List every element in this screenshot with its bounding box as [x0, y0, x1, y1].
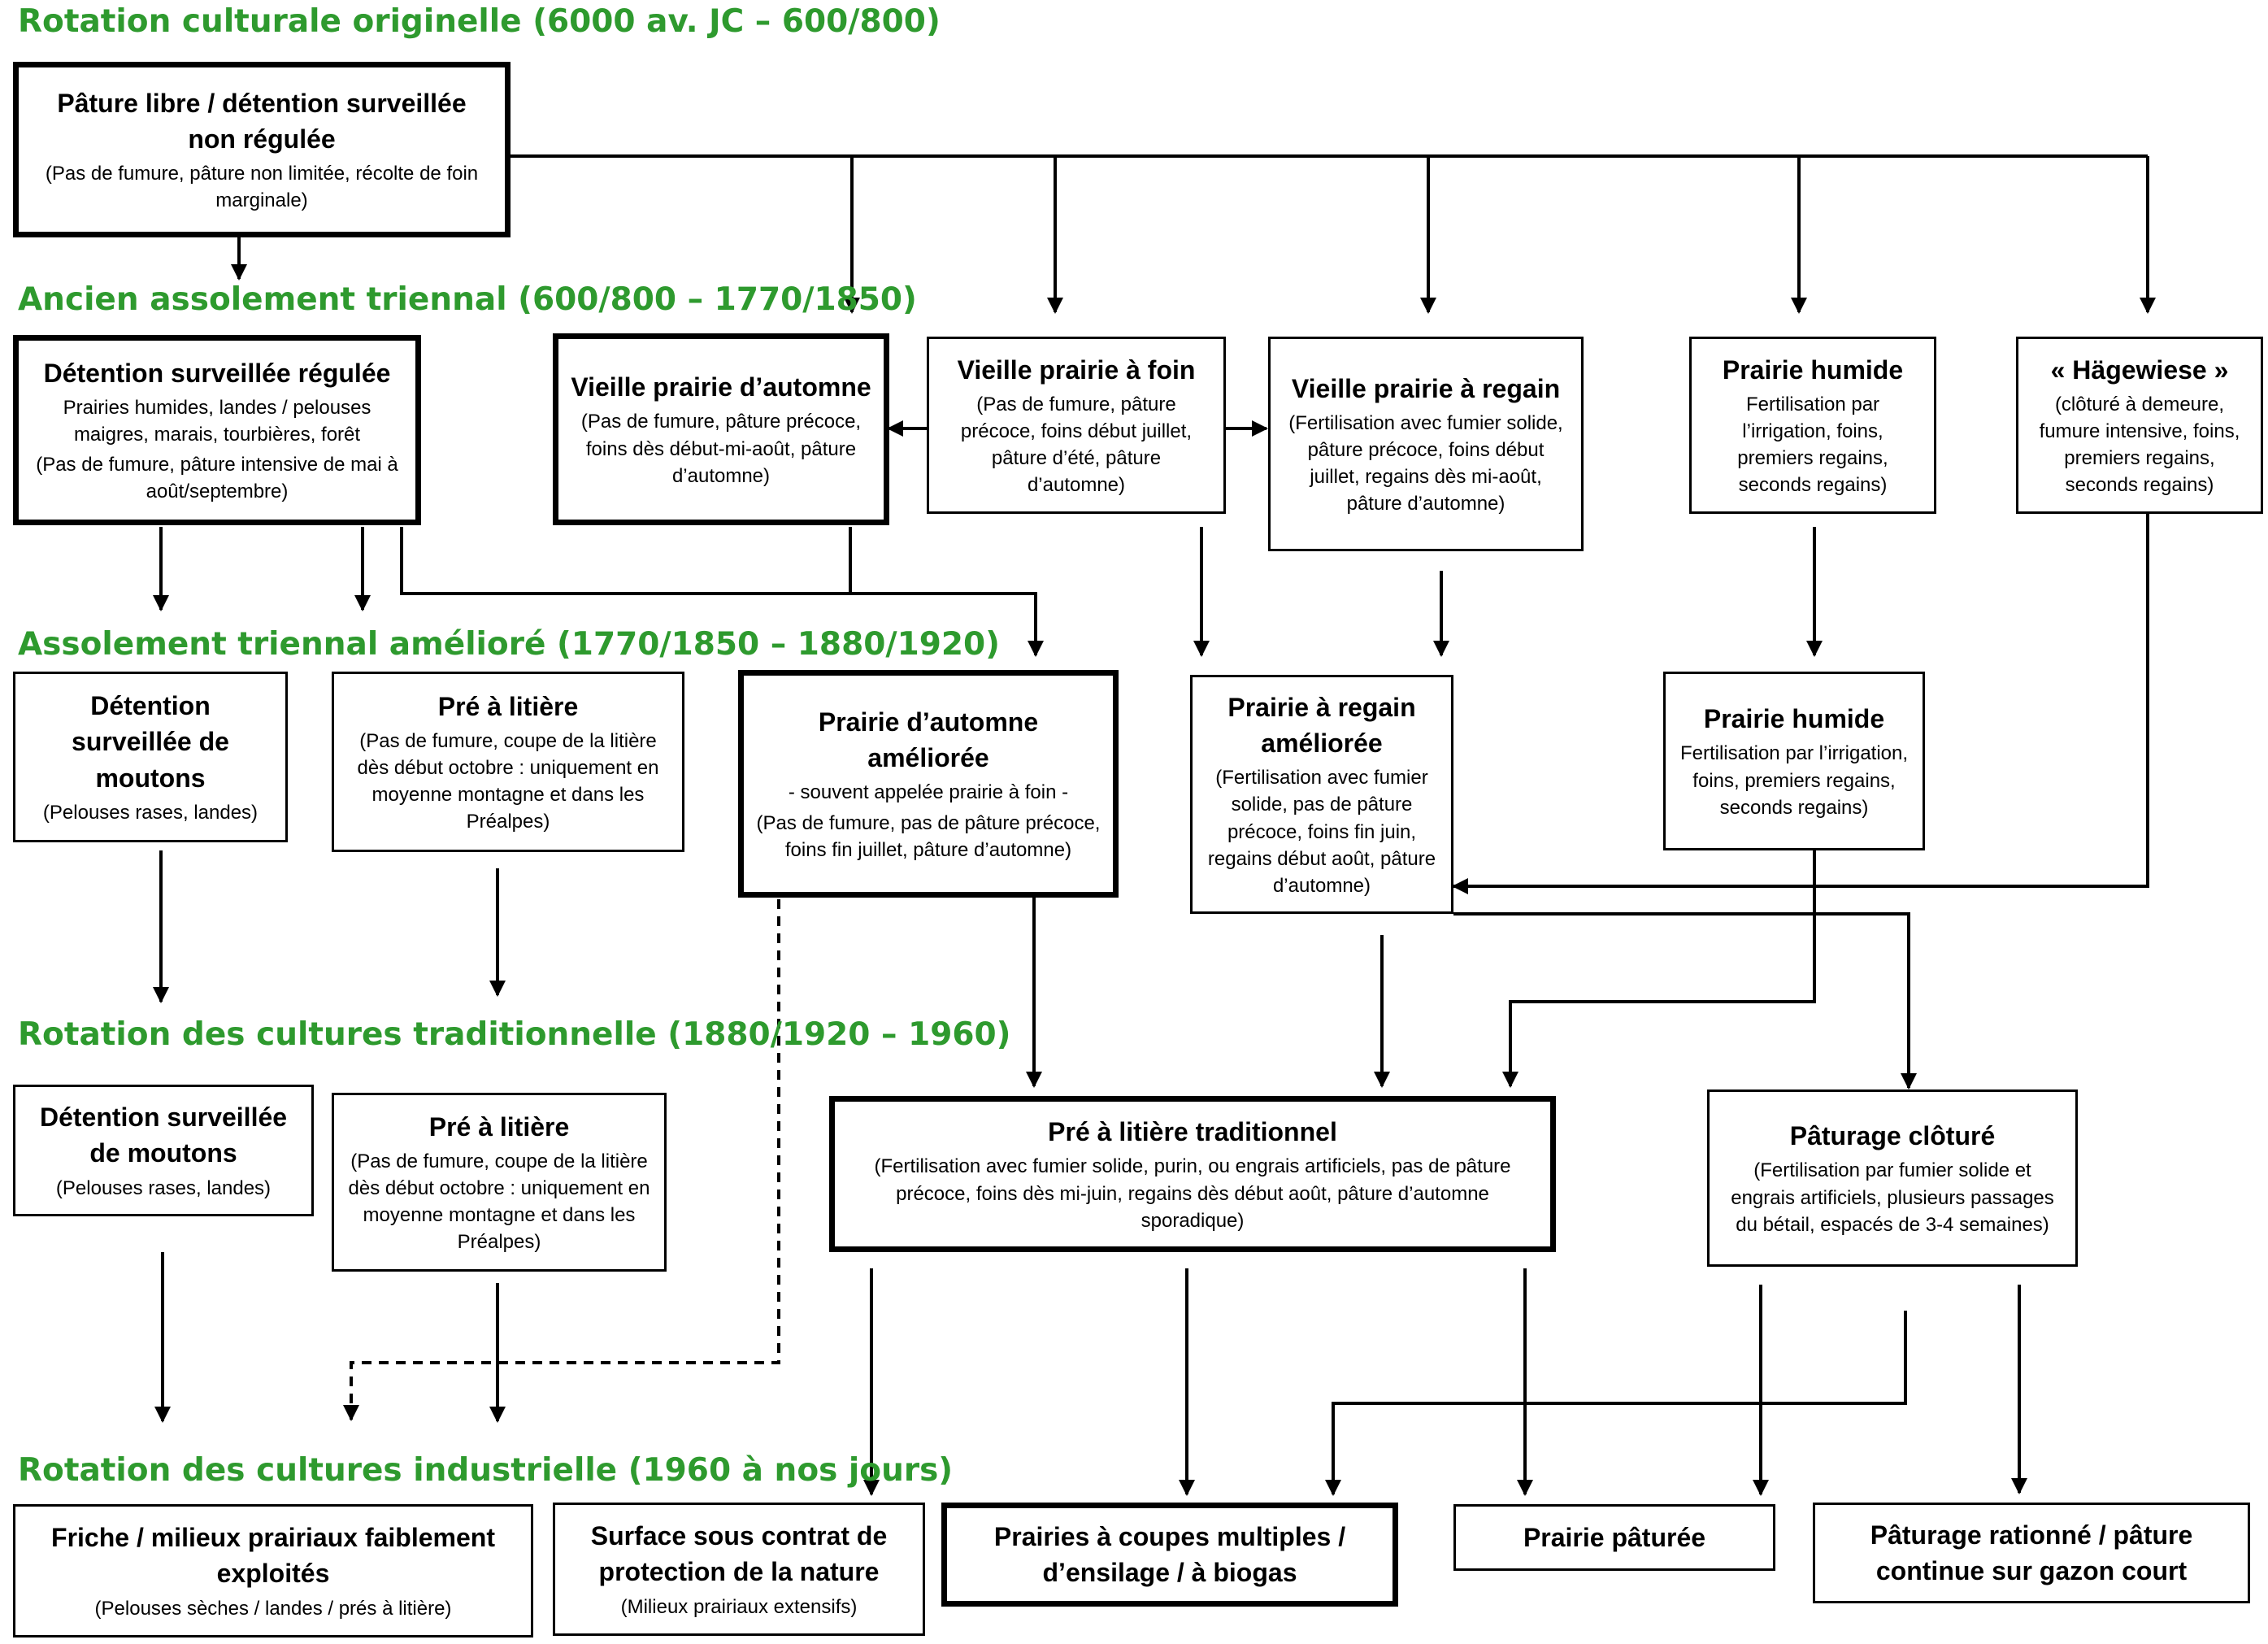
- box-title: Détention surveillée de moutons: [72, 691, 229, 793]
- box-title: Pré à litière: [428, 1111, 570, 1142]
- box-paturelibre: Pâture libre / détention surveillée non …: [13, 62, 511, 237]
- box-automneamel: Prairie d’automne améliorée - souvent ap…: [738, 670, 1119, 898]
- box-hagewiese: « Hägewiese » (clôturé à demeure, fumure…: [2016, 337, 2263, 514]
- box-vieilleautomne: Vieille prairie d’automne (Pas de fumure…: [553, 333, 889, 525]
- box-subtitle: - souvent appelée prairie à foin -: [788, 781, 1069, 804]
- box-rationne: Pâturage rationné / pâture continue sur …: [1813, 1503, 2250, 1603]
- box-regainamel: Prairie à regain améliorée (Fertilisatio…: [1190, 675, 1453, 914]
- line-regainamel-to-paturagecloture: [1453, 912, 1917, 1089]
- box-contrat: Surface sous contrat de protection de la…: [553, 1503, 925, 1636]
- box-vieilleregain: Vieille prairie à regain (Fertilisation …: [1268, 337, 1584, 551]
- box-title: Prairie pâturée: [1523, 1522, 1706, 1552]
- box-title: Prairie à regain améliorée: [1227, 693, 1416, 759]
- box-desc: (Fertilisation avec fumier solide, purin…: [874, 1155, 1511, 1232]
- box-desc: (Fertilisation avec fumier solide, pas d…: [1207, 767, 1436, 897]
- arrow-hagewiese-to-regainamel: [1452, 514, 2149, 894]
- box-vieillefoin: Vieille prairie à foin (Pas de fumure, p…: [927, 337, 1226, 514]
- box-title: Pâturage clôturé: [1789, 1121, 1996, 1151]
- box-desc: (Pelouses sèches / landes / prés à litiè…: [94, 1597, 452, 1620]
- box-desc: (Pelouses rases, landes): [42, 801, 259, 824]
- box-desc: (Pas de fumure, pas de pâture précoce, f…: [756, 811, 1101, 861]
- box-desc: (Fertilisation avec fumier solide, pâtur…: [1288, 411, 1563, 515]
- era-heading-industrielle: Rotation des cultures industrielle (1960…: [18, 1452, 954, 1489]
- box-detentionreg: Détention surveillée régulée Prairies hu…: [13, 335, 421, 525]
- dashed-automneamel-to-era5: [343, 899, 780, 1421]
- box-title: Pré à litière traditionnel: [1048, 1117, 1337, 1147]
- box-litiere1: Pré à litière (Pas de fumure, coupe de l…: [332, 672, 684, 852]
- box-paturee: Prairie pâturée: [1453, 1504, 1775, 1571]
- box-prairiehumide1: Prairie humide Fertilisation par l’irrig…: [1689, 337, 1936, 514]
- box-moutons1: Détention surveillée de moutons (Pelouse…: [13, 672, 288, 842]
- box-title: Pré à litière: [437, 691, 579, 721]
- box-litieretrad: Pré à litière traditionnel (Fertilisatio…: [829, 1096, 1556, 1252]
- box-moutons2: Détention surveillée de moutons (Pelouse…: [13, 1085, 314, 1216]
- era-heading-originelle: Rotation culturale originelle (6000 av. …: [18, 3, 941, 40]
- box-desc: (Pas de fumure, pâture non limitée, réco…: [45, 163, 479, 212]
- box-desc: (Milieux prairiaux extensifs): [620, 1595, 858, 1618]
- box-title: Prairies à coupes multiples / d’ensilage…: [993, 1521, 1346, 1587]
- box-title: Prairie humide: [1722, 354, 1904, 385]
- box-desc: Prairies humides, landes / pelouses maig…: [63, 396, 371, 446]
- box-title: Surface sous contrat de protection de la…: [590, 1521, 888, 1587]
- box-title: « Hägewiese »: [2050, 354, 2229, 385]
- box-title: Friche / milieux prairiaux faiblement ex…: [51, 1523, 495, 1589]
- box-title: Vieille prairie à regain: [1291, 373, 1561, 403]
- box-desc-2: (Pas de fumure, pâture intensive de mai …: [36, 454, 398, 503]
- box-desc: (clôturé à demeure, fumure intensive, fo…: [2039, 393, 2240, 497]
- box-title: Prairie d’automne améliorée: [818, 707, 1039, 773]
- box-desc: (Pas de fumure, pâture précoce, foins dé…: [960, 393, 1193, 497]
- box-title: Détention surveillée de moutons: [39, 1103, 288, 1168]
- box-prairiehumide2: Prairie humide Fertilisation par l’irrig…: [1663, 672, 1925, 850]
- line-cloture-to-coupes: [1325, 1311, 1907, 1496]
- line-detention-to-automneamel: [400, 527, 1044, 657]
- box-desc: (Pas de fumure, coupe de la litière dès …: [357, 729, 659, 833]
- box-title: Pâture libre / détention surveillée non …: [57, 88, 467, 154]
- era-heading-traditionnelle: Rotation des cultures traditionnelle (18…: [18, 1016, 1011, 1053]
- box-desc: (Fertilisation par fumier solide et engr…: [1731, 1159, 2054, 1236]
- box-paturagecloture: Pâturage clôturé (Fertilisation par fumi…: [1707, 1089, 2078, 1267]
- box-title: Prairie humide: [1703, 704, 1885, 734]
- box-title: Détention surveillée régulée: [43, 358, 391, 388]
- box-desc: (Pelouses rases, landes): [55, 1176, 272, 1199]
- box-desc: (Pas de fumure, coupe de la litière dès …: [348, 1150, 650, 1254]
- box-coupes: Prairies à coupes multiples / d’ensilage…: [941, 1503, 1398, 1607]
- line-humide2-to-litieretrad: [1502, 850, 1816, 1088]
- box-title: Pâturage rationné / pâture continue sur …: [1870, 1520, 2193, 1585]
- era-heading-ancien-triennal: Ancien assolement triennal (600/800 – 17…: [18, 281, 917, 318]
- box-desc: Fertilisation par l’irrigation, foins, p…: [1679, 742, 1909, 819]
- box-desc: (Pas de fumure, pâture précoce, foins dè…: [580, 411, 862, 487]
- box-title: Vieille prairie d’automne: [571, 372, 871, 402]
- box-desc: Fertilisation par l’irrigation, foins, p…: [1737, 393, 1888, 497]
- box-litiere2: Pré à litière (Pas de fumure, coupe de l…: [332, 1093, 667, 1272]
- box-friche: Friche / milieux prairiaux faiblement ex…: [13, 1504, 533, 1637]
- box-title: Vieille prairie à foin: [957, 354, 1196, 385]
- era-heading-triennal-ameliore: Assolement triennal amélioré (1770/1850 …: [18, 626, 1000, 663]
